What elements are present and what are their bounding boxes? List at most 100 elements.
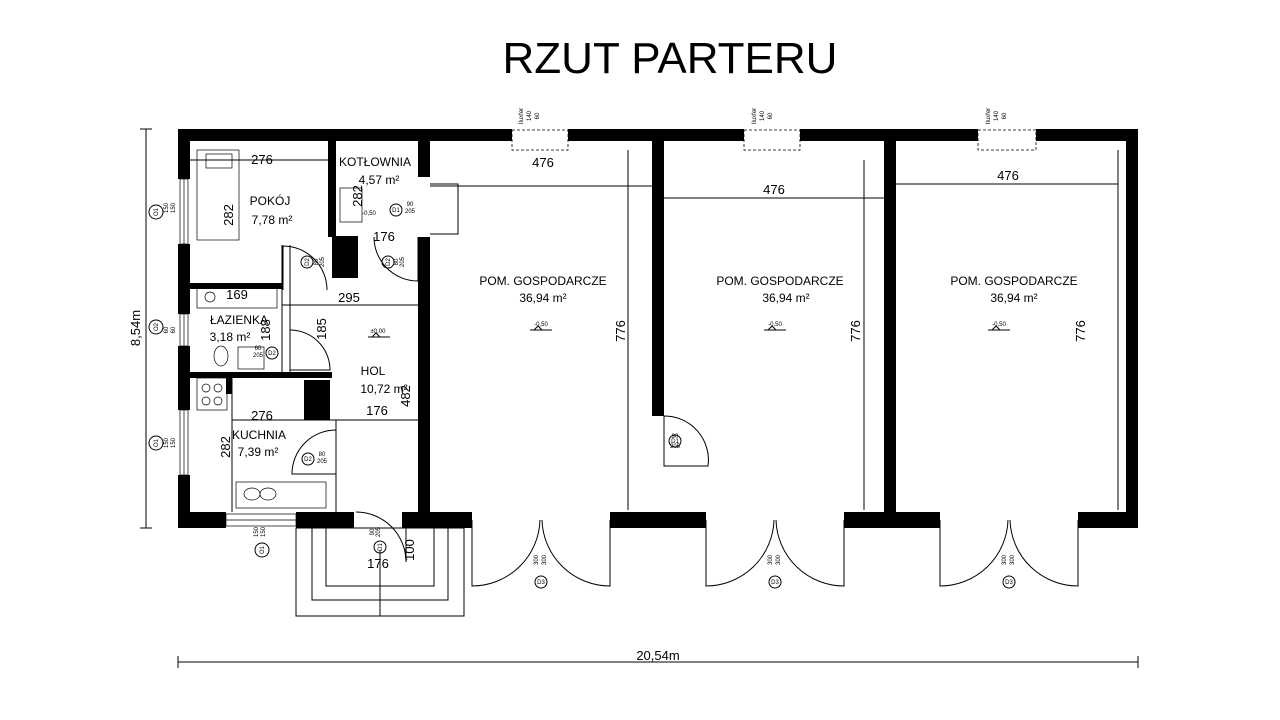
- top-window-size: 60: [535, 112, 541, 119]
- wall-top-3: [800, 129, 978, 141]
- top-window-size: 140: [527, 110, 533, 121]
- room-name: POM. GOSPODARCZE: [479, 274, 606, 288]
- dim-label: 295: [338, 290, 360, 305]
- door-tag: D1: [671, 439, 679, 445]
- door-tag: D2: [304, 457, 312, 463]
- door-kuchnia: [291, 429, 337, 475]
- wall-int-c: [652, 141, 664, 416]
- size-label: 60: [171, 326, 177, 333]
- door-garage-2-right: [775, 519, 845, 587]
- dim-label: 482: [398, 385, 413, 407]
- size-label: 300: [1002, 554, 1008, 565]
- wall-bottom-2: [296, 512, 354, 528]
- window-tag: O1: [154, 207, 160, 216]
- bed: [196, 149, 240, 241]
- wall-bottom-5: [844, 512, 940, 528]
- size-label: 150: [164, 202, 170, 213]
- toilet: [213, 345, 229, 367]
- size-label: 300: [534, 554, 540, 565]
- door-garage-1-right: [541, 519, 611, 587]
- size-label: 150: [164, 437, 170, 448]
- door-garage-link: [663, 415, 709, 467]
- size-label: 150: [171, 202, 177, 213]
- room-labels: POKÓJ 7,78 m² KOTŁOWNIA 4,57 m² ŁAZIENKA…: [210, 155, 1078, 459]
- dim-label: 476: [532, 155, 554, 170]
- dim-label: 185: [314, 318, 329, 340]
- door-garage-1-left: [471, 519, 541, 587]
- window-top-3: [977, 129, 1037, 151]
- size-label: 205: [670, 444, 681, 450]
- size-label: 90: [672, 434, 679, 440]
- room-name: POM. GOSPODARCZE: [716, 274, 843, 288]
- size-label: 205: [405, 209, 416, 215]
- element-tags: O1 O2 O1 O1 D1 D2 D2 D2 D2 D1 D1 D3 D3 D…: [148, 203, 1016, 589]
- level-mark: -0,50: [992, 322, 1006, 328]
- size-label: 205: [317, 459, 328, 465]
- room-area: 3,18 m²: [210, 330, 251, 344]
- level-mark: -0,50: [768, 322, 782, 328]
- wall-int-h: [226, 378, 232, 394]
- wall-int-e: [328, 141, 336, 237]
- entrance-steps: [295, 527, 465, 617]
- top-window-size: 60: [768, 112, 774, 119]
- size-label: 60: [164, 326, 170, 333]
- window-top-2: [743, 129, 801, 151]
- wall-bottom-3: [402, 512, 472, 528]
- room-area: 10,72 m²: [360, 382, 407, 396]
- room-area: 36,94 m²: [990, 291, 1037, 305]
- dim-label: 776: [613, 320, 628, 342]
- stove: [196, 377, 228, 411]
- door-tag: D1: [392, 208, 400, 214]
- bathtub: [196, 285, 278, 309]
- pillow: [205, 153, 233, 169]
- size-label: 80: [314, 258, 320, 265]
- wall-int-b: [418, 237, 430, 513]
- internal-dims: 276 476 476 476 176 295 169 176 276 176: [226, 152, 1019, 571]
- wall-top-4: [1036, 129, 1138, 141]
- door-pokoj: [282, 245, 328, 291]
- window-tag: O1: [260, 545, 266, 554]
- door-tag: D3: [1005, 580, 1013, 586]
- size-label: 205: [400, 256, 406, 267]
- dim-label: 282: [218, 436, 233, 458]
- door-tag: D2: [305, 258, 311, 266]
- wall-int-d: [884, 141, 896, 513]
- plan-title: RZUT PARTERU: [503, 34, 838, 83]
- dim-label: 176: [373, 229, 395, 244]
- chimney-2: [304, 380, 330, 420]
- dim-label: 188: [258, 319, 273, 341]
- sink-2: [259, 487, 277, 501]
- dim-label: 282: [350, 185, 365, 207]
- size-label: 205: [253, 353, 264, 359]
- room-area: 4,57 m²: [359, 173, 400, 187]
- wall-left-1: [178, 129, 190, 179]
- size-label: 80: [394, 258, 400, 265]
- outer-walls: [178, 129, 1138, 528]
- dim-label: 176: [367, 556, 389, 571]
- level-mark: -0,50: [534, 322, 548, 328]
- size-label: 205: [376, 526, 382, 537]
- size-label: 150: [171, 437, 177, 448]
- size-label: 300: [768, 554, 774, 565]
- dim-label: 276: [251, 408, 273, 423]
- dim-label: 282: [221, 204, 236, 226]
- window-tag: O1: [154, 438, 160, 447]
- dim-label: 476: [763, 182, 785, 197]
- room-name: ŁAZIENKA: [210, 313, 268, 327]
- top-window-size: 60: [1002, 112, 1008, 119]
- room-name: HOL: [361, 364, 386, 378]
- size-label: 90: [407, 202, 414, 208]
- top-window-labels: Iluxfer 140 60 Iluxfer 140 60 Iluxfer 14…: [519, 108, 1008, 124]
- top-window-type: Iluxfer: [986, 108, 992, 124]
- overall-depth-label: 8,54m: [128, 310, 143, 346]
- dim-label: 776: [1073, 320, 1088, 342]
- wall-int-a: [418, 141, 430, 177]
- internal-dims-vertical: 282 776 776 776 282 185 188 482 282 100: [218, 185, 1088, 561]
- sink-1: [243, 487, 261, 501]
- bath-drain: [204, 291, 216, 303]
- door-garage-3-left: [939, 519, 1009, 587]
- room-area: 36,94 m²: [519, 291, 566, 305]
- top-window-size: 140: [760, 110, 766, 121]
- door-tag: D2: [386, 258, 392, 266]
